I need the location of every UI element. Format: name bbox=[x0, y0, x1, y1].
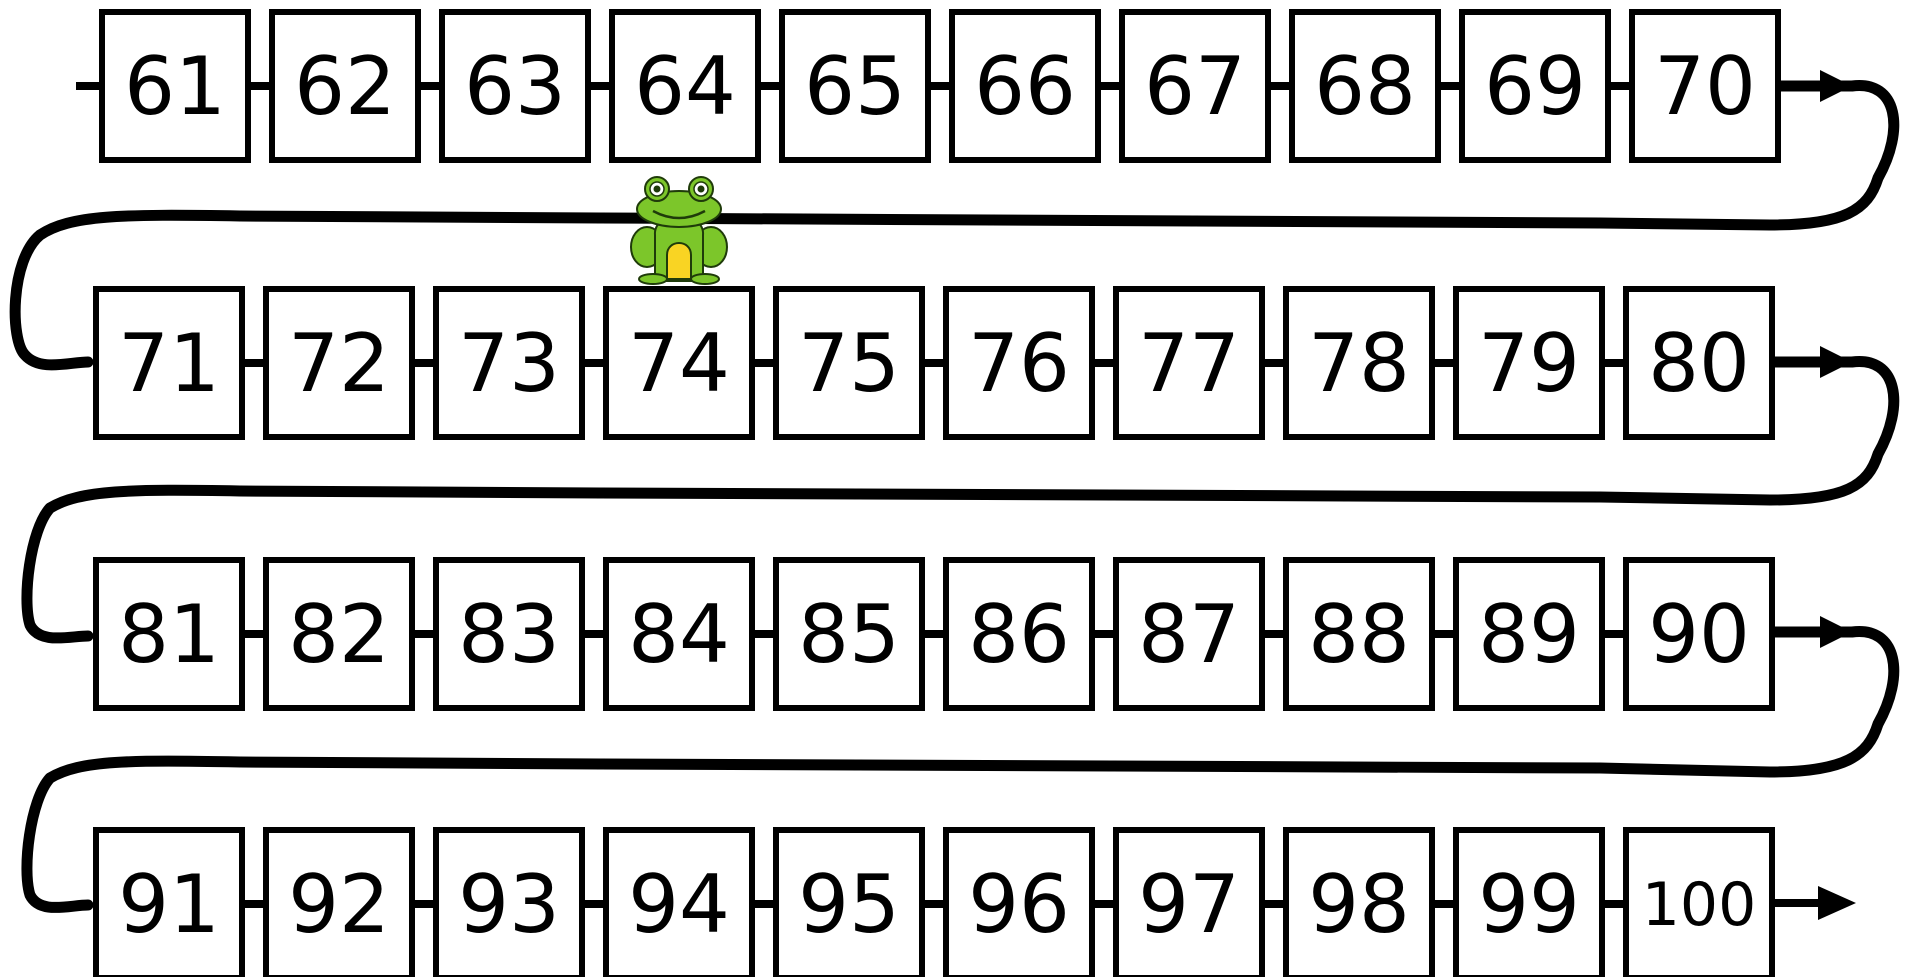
number-cell-64[interactable]: 64 bbox=[612, 12, 758, 160]
cell-number: 85 bbox=[798, 588, 900, 681]
number-cell-66[interactable]: 66 bbox=[952, 12, 1098, 160]
cell-number: 82 bbox=[288, 588, 390, 681]
frog-icon bbox=[631, 177, 727, 284]
number-cell-99[interactable]: 99 bbox=[1456, 830, 1602, 977]
cell-number: 63 bbox=[464, 40, 566, 133]
number-cell-83[interactable]: 83 bbox=[436, 560, 582, 708]
number-cell-87[interactable]: 87 bbox=[1116, 560, 1262, 708]
number-cell-93[interactable]: 93 bbox=[436, 830, 582, 977]
number-cell-94[interactable]: 94 bbox=[606, 830, 752, 977]
cell-number: 97 bbox=[1138, 858, 1240, 951]
number-cell-98[interactable]: 98 bbox=[1286, 830, 1432, 977]
number-cell-96[interactable]: 96 bbox=[946, 830, 1092, 977]
number-cell-65[interactable]: 65 bbox=[782, 12, 928, 160]
number-cell-78[interactable]: 78 bbox=[1286, 289, 1432, 437]
cell-number: 75 bbox=[798, 317, 900, 410]
cell-number: 71 bbox=[118, 317, 220, 410]
number-cell-85[interactable]: 85 bbox=[776, 560, 922, 708]
number-cell-92[interactable]: 92 bbox=[266, 830, 412, 977]
arrow-head-icon bbox=[1820, 70, 1852, 102]
cell-number: 98 bbox=[1308, 858, 1410, 951]
number-cell-74[interactable]: 74 bbox=[606, 289, 752, 437]
cell-number: 65 bbox=[804, 40, 906, 133]
cell-number: 76 bbox=[968, 317, 1070, 410]
number-cell-86[interactable]: 86 bbox=[946, 560, 1092, 708]
number-cell-95[interactable]: 95 bbox=[776, 830, 922, 977]
arrow-head-icon bbox=[1820, 616, 1852, 648]
cell-number: 94 bbox=[628, 858, 730, 951]
cell-number: 66 bbox=[974, 40, 1076, 133]
number-cell-67[interactable]: 67 bbox=[1122, 12, 1268, 160]
cell-number: 73 bbox=[458, 317, 560, 410]
cell-number: 99 bbox=[1478, 858, 1580, 951]
number-cell-82[interactable]: 82 bbox=[266, 560, 412, 708]
number-cell-97[interactable]: 97 bbox=[1116, 830, 1262, 977]
cell-number: 81 bbox=[118, 588, 220, 681]
cell-number: 96 bbox=[968, 858, 1070, 951]
number-cell-89[interactable]: 89 bbox=[1456, 560, 1602, 708]
cell-number: 62 bbox=[294, 40, 396, 133]
cell-number: 77 bbox=[1138, 317, 1240, 410]
cell-number: 64 bbox=[634, 40, 736, 133]
cell-number: 74 bbox=[628, 317, 730, 410]
arrow-head-icon bbox=[1820, 346, 1852, 378]
cell-number: 61 bbox=[124, 40, 226, 133]
number-cell-68[interactable]: 68 bbox=[1292, 12, 1438, 160]
cell-number: 78 bbox=[1308, 317, 1410, 410]
cell-number: 88 bbox=[1308, 588, 1410, 681]
number-cell-70[interactable]: 70 bbox=[1632, 12, 1778, 160]
number-cell-80[interactable]: 80 bbox=[1626, 289, 1772, 437]
number-cell-63[interactable]: 63 bbox=[442, 12, 588, 160]
winding-track bbox=[15, 70, 1894, 920]
cell-number: 87 bbox=[1138, 588, 1240, 681]
cell-number: 86 bbox=[968, 588, 1070, 681]
number-cell-84[interactable]: 84 bbox=[606, 560, 752, 708]
number-cell-69[interactable]: 69 bbox=[1462, 12, 1608, 160]
number-cell-76[interactable]: 76 bbox=[946, 289, 1092, 437]
cell-number: 89 bbox=[1478, 588, 1580, 681]
number-cell-72[interactable]: 72 bbox=[266, 289, 412, 437]
cell-number: 95 bbox=[798, 858, 900, 951]
number-cell-81[interactable]: 81 bbox=[96, 560, 242, 708]
cell-number: 93 bbox=[458, 858, 560, 951]
cell-number: 70 bbox=[1654, 40, 1756, 133]
number-cell-100[interactable]: 100 bbox=[1626, 830, 1772, 977]
cell-number: 72 bbox=[288, 317, 390, 410]
number-cell-71[interactable]: 71 bbox=[96, 289, 242, 437]
cell-number: 84 bbox=[628, 588, 730, 681]
number-cell-77[interactable]: 77 bbox=[1116, 289, 1262, 437]
cell-number: 100 bbox=[1642, 870, 1757, 940]
cell-number: 80 bbox=[1648, 317, 1750, 410]
cell-number: 79 bbox=[1478, 317, 1580, 410]
number-cell-73[interactable]: 73 bbox=[436, 289, 582, 437]
cell-number: 67 bbox=[1144, 40, 1246, 133]
cell-number: 83 bbox=[458, 588, 560, 681]
cell-number: 90 bbox=[1648, 588, 1750, 681]
cell-number: 92 bbox=[288, 858, 390, 951]
end-arrow-icon bbox=[1818, 886, 1856, 920]
cell-number: 69 bbox=[1484, 40, 1586, 133]
number-cell-91[interactable]: 91 bbox=[96, 830, 242, 977]
cell-number: 68 bbox=[1314, 40, 1416, 133]
number-cell-62[interactable]: 62 bbox=[272, 12, 418, 160]
number-cell-75[interactable]: 75 bbox=[776, 289, 922, 437]
number-cell-79[interactable]: 79 bbox=[1456, 289, 1602, 437]
number-cell-88[interactable]: 88 bbox=[1286, 560, 1432, 708]
number-cell-90[interactable]: 90 bbox=[1626, 560, 1772, 708]
cell-number: 91 bbox=[118, 858, 220, 951]
number-cell-61[interactable]: 61 bbox=[102, 12, 248, 160]
